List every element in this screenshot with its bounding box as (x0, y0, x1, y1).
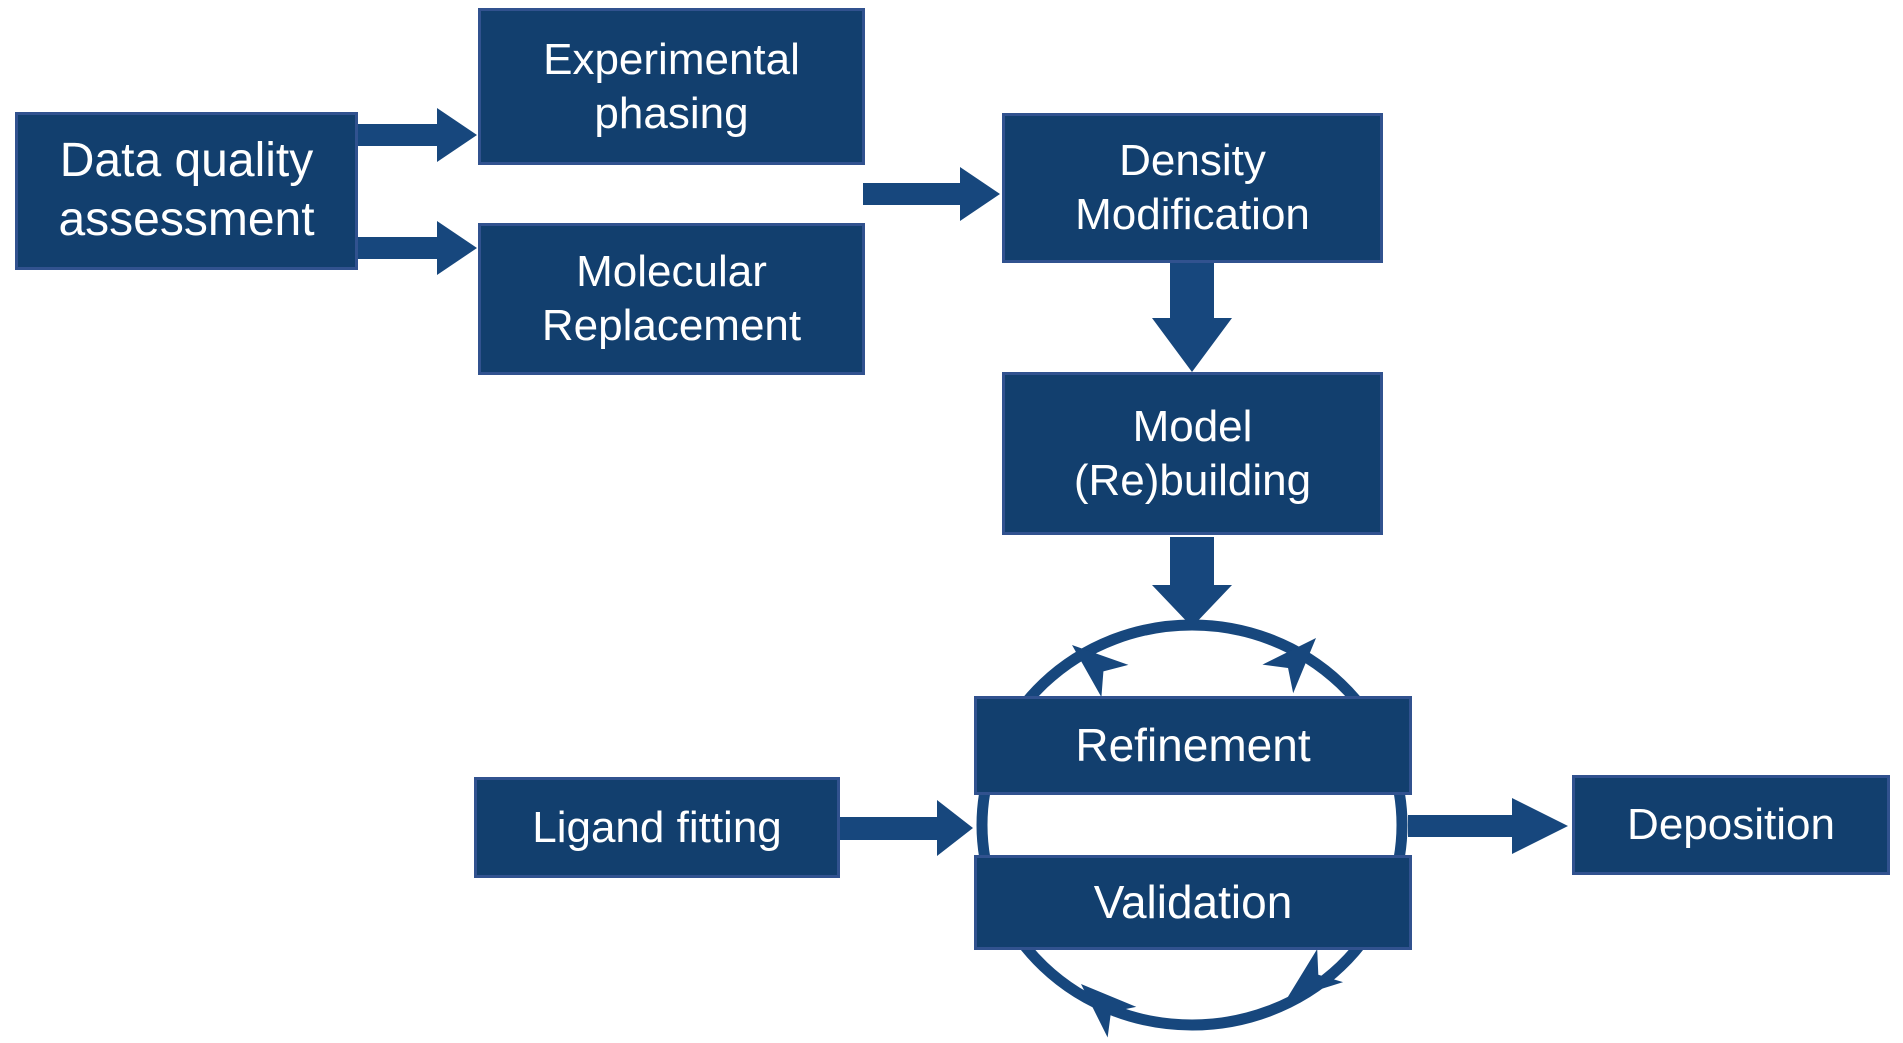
cycle-arrowhead-bottom-left-icon (1081, 984, 1137, 1038)
arrow-cycle-to-deposition-icon (1408, 798, 1568, 854)
node-validation: Validation (974, 855, 1412, 950)
node-molecular-replacement: Molecular Replacement (478, 223, 865, 375)
node-label-line: Data quality (59, 134, 314, 188)
arrow-dataquality-to-expphasing-icon (358, 108, 477, 162)
node-refinement: Refinement (974, 696, 1412, 795)
node-deposition: Deposition (1572, 775, 1890, 875)
node-label-line: Density (1119, 136, 1266, 186)
arrow-ligand-to-cycle-icon (840, 800, 973, 856)
node-label-line: phasing (594, 88, 749, 138)
node-label-line: Replacement (541, 301, 802, 350)
arrow-densitymod-to-model-icon (1152, 263, 1232, 372)
node-label-line: assessment (58, 193, 315, 246)
cycle-arrowhead-top-right-icon (1262, 638, 1316, 694)
node-label-line: Refinement (1075, 719, 1311, 772)
node-label-line: Experimental (543, 34, 800, 84)
node-label-line: Modification (1075, 190, 1310, 239)
arrow-phasing-to-densitymod-icon (863, 167, 1000, 221)
node-model-rebuilding: Model (Re)building (1002, 372, 1383, 535)
node-label-line: Validation (1093, 876, 1293, 929)
cycle-arrowhead-bottom-right-icon (1286, 948, 1344, 1000)
node-label-line: (Re)building (1073, 455, 1312, 505)
node-experimental-phasing: Experimental phasing (478, 8, 865, 165)
arrow-dataquality-to-molreplacement-icon (358, 221, 477, 275)
arrow-model-to-cycle-icon (1152, 537, 1232, 627)
cycle-arrowhead-top-left-icon (1072, 645, 1129, 698)
node-label-line: Deposition (1627, 800, 1835, 850)
cycle-circle (976, 619, 1408, 1031)
node-ligand-fitting: Ligand fitting (474, 777, 840, 878)
node-label-line: Ligand fitting (532, 802, 782, 852)
node-data-quality-assessment: Data quality assessment (15, 112, 358, 270)
node-label-line: Molecular (576, 247, 767, 297)
node-label-line: Model (1132, 401, 1253, 451)
node-density-modification: Density Modification (1002, 113, 1383, 263)
